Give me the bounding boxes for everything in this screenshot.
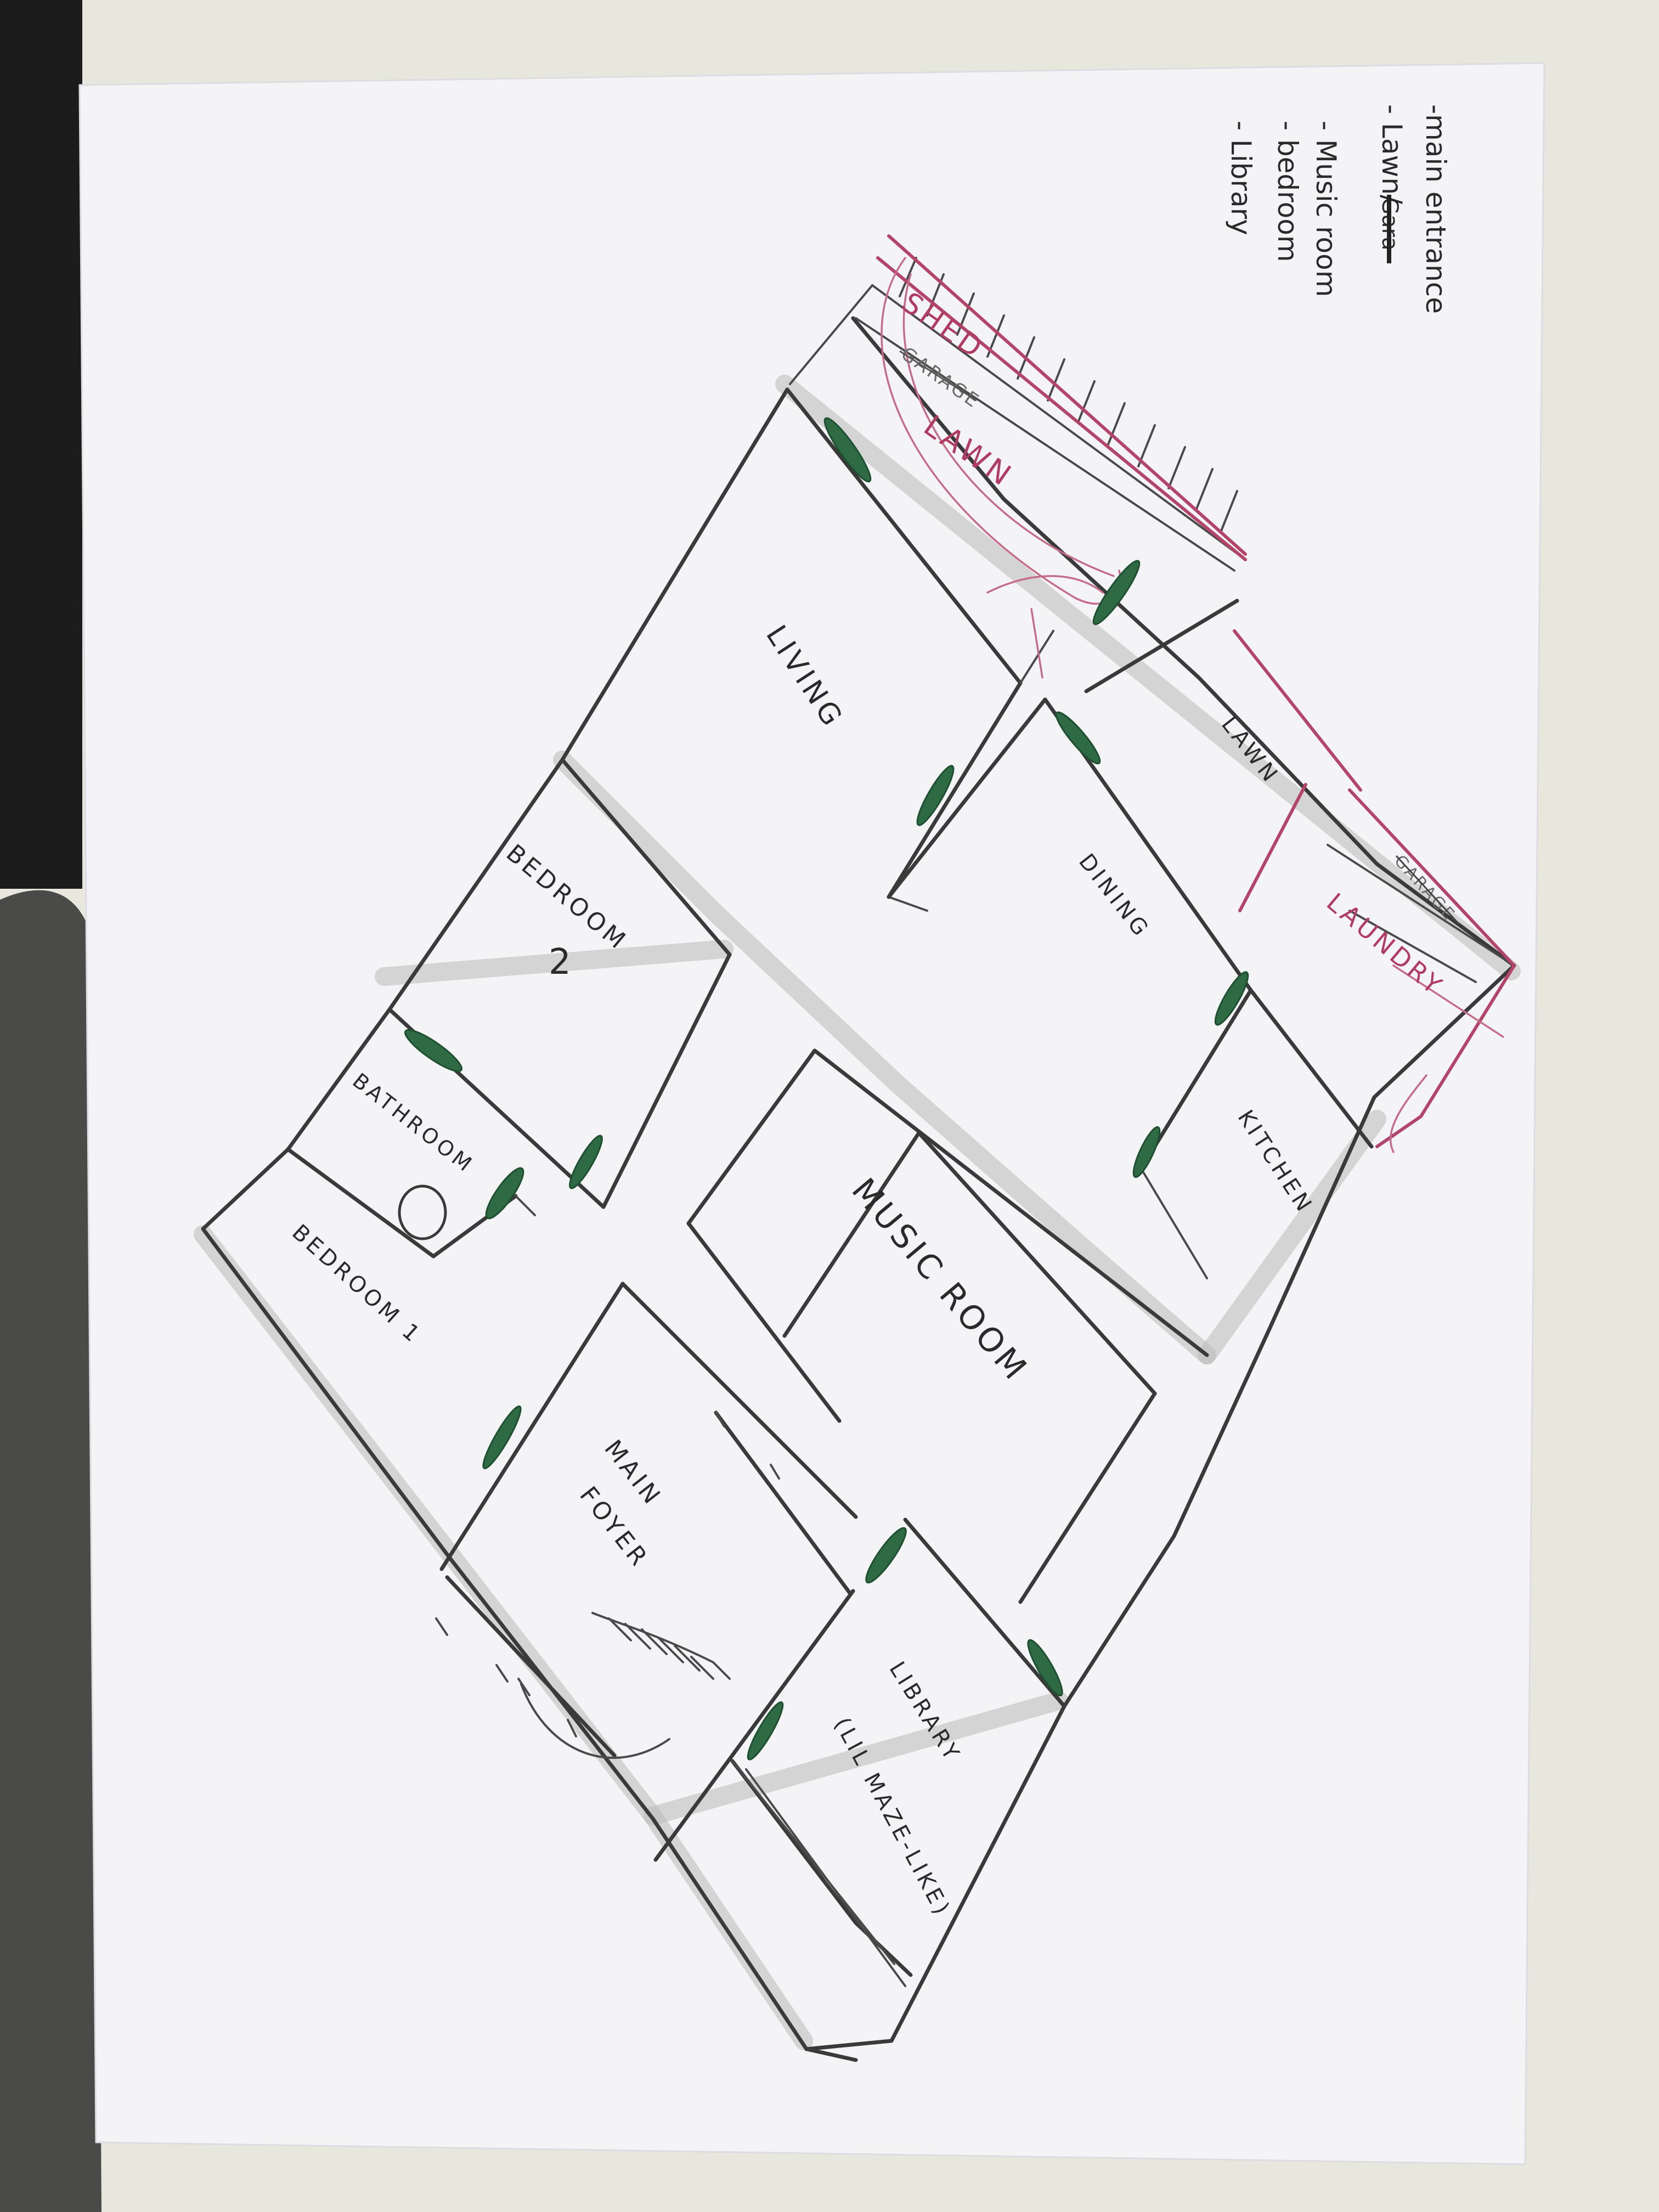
label-bedroom2-number: 2 <box>549 942 574 983</box>
doors <box>404 417 1249 1760</box>
note-music-room: - Music room <box>1310 121 1342 297</box>
note-bedroom: - bedroom <box>1272 121 1304 262</box>
walls <box>201 257 1516 2062</box>
fabric-corner <box>0 890 101 2212</box>
side-notes: -main entrance - Lawn/ Gara - Music room… <box>1225 104 1452 314</box>
dark-edge <box>0 0 82 889</box>
toilet-icon <box>398 1184 447 1240</box>
note-library: - Library <box>1225 121 1257 235</box>
red-pen-markup <box>876 234 1516 1153</box>
note-lawn: - Lawn/ <box>1376 104 1408 204</box>
note-main-entrance: -main entrance <box>1420 104 1452 314</box>
paper-sheet <box>78 62 1545 2165</box>
